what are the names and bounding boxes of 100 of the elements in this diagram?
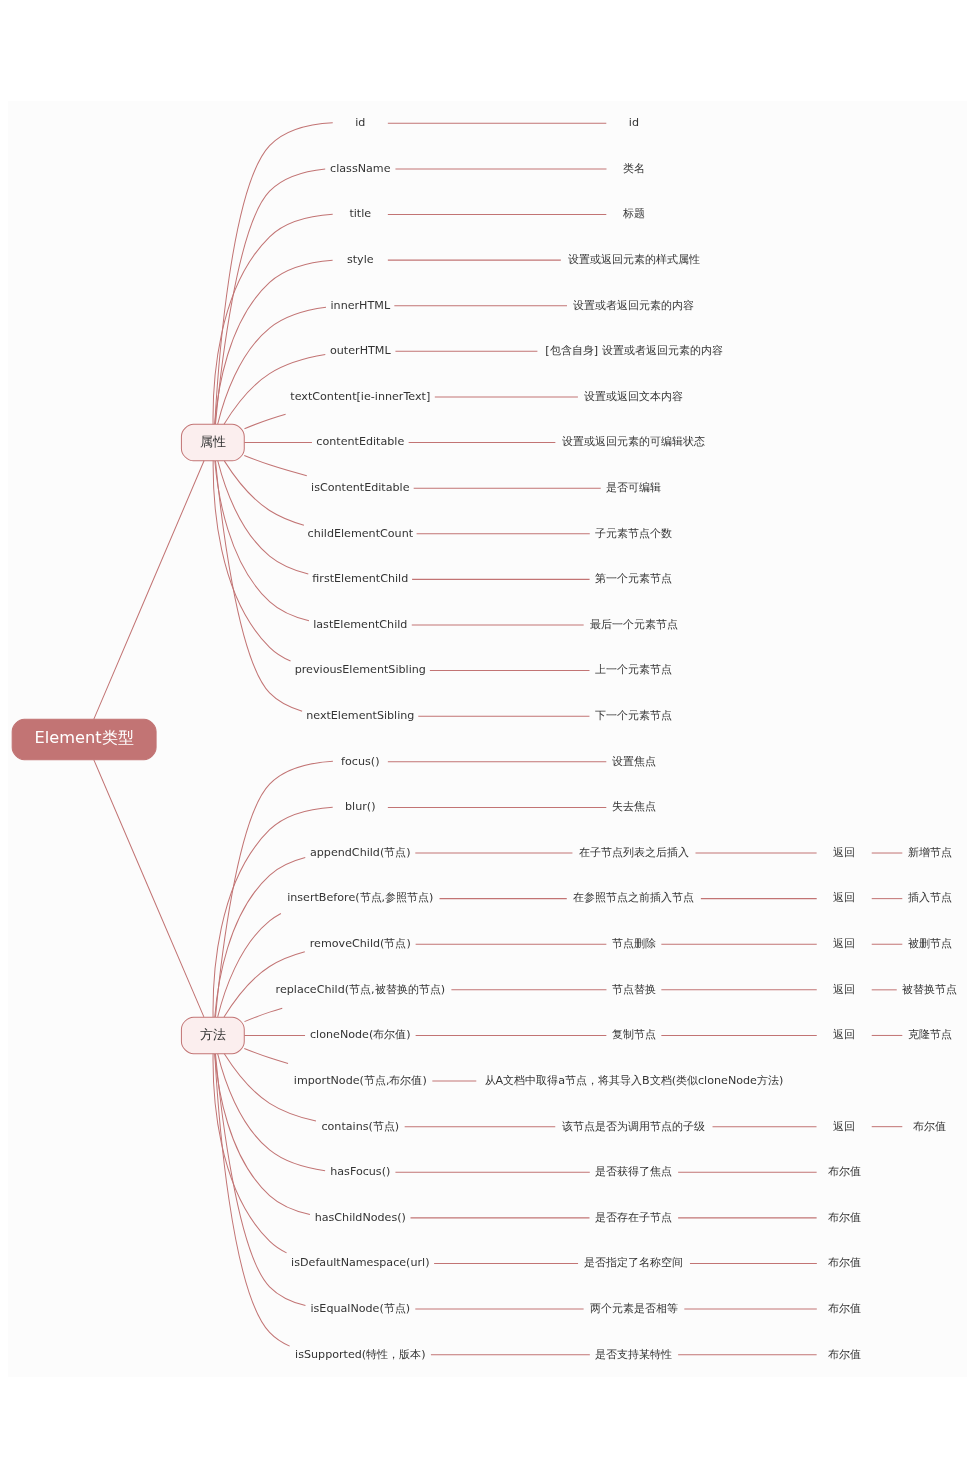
- connector: [408, 441, 556, 443]
- node-text: 设置焦点: [611, 754, 656, 768]
- node-text: firstElementChild: [312, 571, 409, 585]
- node-text: replaceChild(节点,被替换的节点): [275, 982, 445, 996]
- connector: [677, 1171, 818, 1173]
- node-text: contentEditable: [316, 434, 405, 448]
- connector: [700, 897, 818, 899]
- connector: [387, 213, 607, 215]
- node-text: 节点替换: [611, 982, 656, 996]
- node-text: 是否获得了焦点: [595, 1164, 673, 1178]
- node-text: 标题: [622, 206, 645, 220]
- node-text: id: [355, 115, 366, 129]
- connector: [871, 988, 898, 990]
- node-text: 复制节点: [611, 1027, 656, 1041]
- connector: [434, 395, 579, 397]
- node-text: className: [330, 161, 391, 175]
- node-text: 第一个元素节点: [595, 571, 673, 585]
- connector: [215, 460, 303, 712]
- node-text: 最后一个元素节点: [589, 617, 678, 631]
- connector: [212, 459, 292, 661]
- node-text: 布尔值: [913, 1119, 947, 1132]
- node-text: 返回: [833, 1027, 856, 1041]
- node-text: importNode(节点,布尔值): [293, 1073, 427, 1087]
- connector: [223, 950, 306, 1018]
- connector: [411, 623, 585, 625]
- connector: [387, 259, 562, 261]
- connector: [93, 459, 205, 720]
- node-text: 布尔值: [827, 1164, 861, 1178]
- node-text: 返回: [833, 982, 856, 996]
- node-text: 布尔值: [827, 1255, 861, 1269]
- connector: [214, 259, 334, 425]
- connector: [212, 213, 334, 425]
- connector: [212, 1052, 288, 1253]
- node-text: 设置或返回元素的样式属性: [567, 252, 700, 266]
- connector: [433, 1262, 579, 1264]
- node-text: 类名: [622, 161, 645, 175]
- connector: [660, 943, 818, 945]
- connector: [430, 1353, 591, 1355]
- node-text: isDefaultNamespace(url): [291, 1255, 430, 1269]
- node-text: 子元素节点个数: [595, 526, 673, 540]
- connector: [695, 852, 818, 854]
- connector: [677, 1353, 818, 1355]
- connector: [244, 1007, 283, 1022]
- node-text: 上一个元素节点: [595, 662, 673, 676]
- node-text: 被删节点: [907, 936, 952, 950]
- connector: [410, 1216, 590, 1218]
- node-text: 在参照节点之前插入节点: [573, 890, 695, 904]
- connector: [683, 1308, 818, 1310]
- node-text: 被替换节点: [902, 982, 958, 996]
- connector: [217, 306, 327, 425]
- node-text: 新增节点: [907, 845, 952, 859]
- connector: [429, 669, 590, 671]
- node-text: 设置或返回文本内容: [584, 389, 684, 403]
- node-text: 下一个元素节点: [595, 708, 673, 722]
- connector: [387, 760, 607, 762]
- connector: [214, 760, 334, 1017]
- connector: [431, 1080, 477, 1082]
- connector: [217, 912, 282, 1017]
- node-text: 设置或者返回元素的内容: [573, 298, 695, 312]
- node-text: isSupported(特性，版本): [295, 1347, 426, 1361]
- node-text: 克隆节点: [907, 1027, 952, 1041]
- connector: [689, 1262, 818, 1264]
- node-box: 方法: [180, 1016, 245, 1054]
- node-text: 布尔值: [827, 1347, 861, 1361]
- node-text: 该节点是否为调用节点的子级: [562, 1119, 706, 1132]
- node-text: 布尔值: [827, 1301, 861, 1315]
- node-text: blur(): [345, 799, 376, 813]
- connector: [243, 441, 313, 443]
- node-text: innerHTML: [330, 298, 391, 312]
- node-text: [包含自身] 设置或者返回元素的内容: [545, 343, 723, 357]
- node-text: id: [628, 115, 640, 129]
- node-text: outerHTML: [330, 343, 391, 357]
- connector: [411, 578, 591, 580]
- node-text: 是否指定了名称空间: [584, 1255, 684, 1269]
- connector: [214, 460, 310, 621]
- node-text: 从A文档中取得a节点，将其导入B文档(类似cloneNode方法): [484, 1073, 784, 1087]
- node-text: hasFocus(): [330, 1164, 391, 1178]
- connector: [660, 1034, 818, 1036]
- connector: [214, 168, 326, 424]
- node-text: 返回: [833, 1119, 856, 1132]
- connector: [394, 350, 538, 352]
- connector: [871, 943, 903, 945]
- node-text: contains(节点): [321, 1119, 400, 1132]
- connector: [244, 413, 287, 429]
- connector: [450, 988, 607, 990]
- connector: [214, 1053, 306, 1306]
- node-text: lastElementChild: [313, 617, 408, 631]
- node-text: 两个元素是否相等: [589, 1301, 678, 1315]
- node-text: appendChild(节点): [309, 845, 411, 859]
- node-text: 是否可编辑: [606, 480, 662, 494]
- connector: [415, 943, 607, 945]
- node-text: 返回: [833, 936, 856, 950]
- connector: [660, 988, 818, 990]
- node-text: 返回: [833, 845, 856, 859]
- connector: [414, 1308, 585, 1310]
- connector: [393, 304, 568, 306]
- connector: [243, 454, 308, 476]
- connector: [413, 487, 602, 489]
- connector: [387, 806, 607, 808]
- node-text: removeChild(节点): [309, 936, 411, 950]
